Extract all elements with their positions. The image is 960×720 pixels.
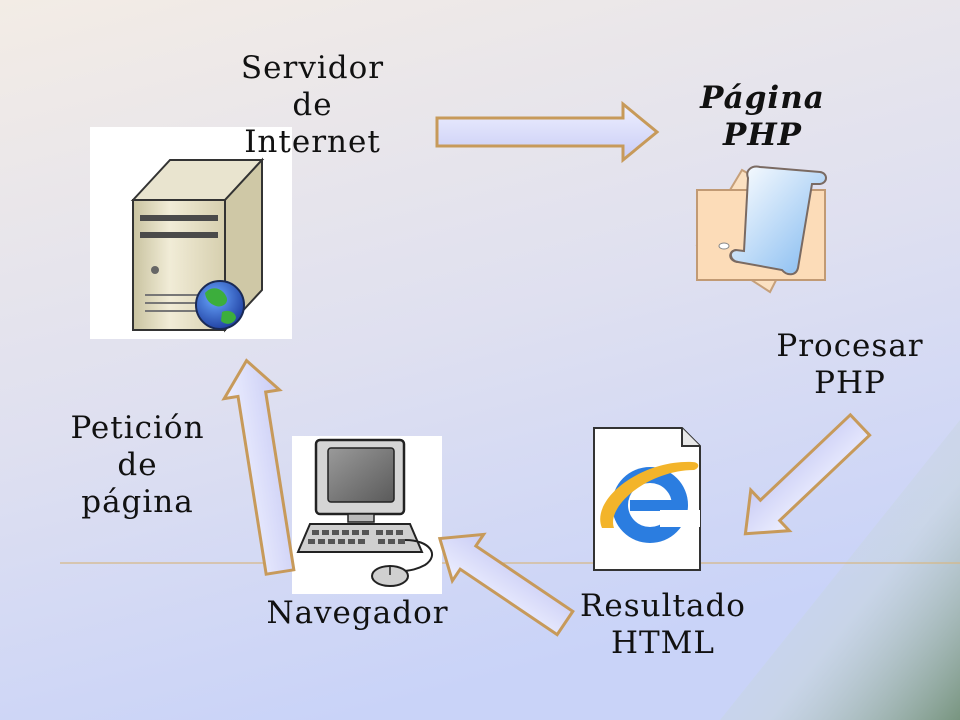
html-result-label-line: Resultado: [580, 588, 746, 624]
page-request-label-line: Petición: [70, 410, 205, 446]
server-icon: [90, 127, 292, 339]
page-request-label-line: página: [81, 484, 194, 520]
arrow-result-to-browser: [437, 532, 575, 637]
arrow-process-php: [743, 412, 872, 536]
html-result-label-line: HTML: [610, 625, 716, 661]
browser-label-line: Navegador: [266, 595, 449, 631]
server-label-line: de: [292, 87, 333, 123]
computer-icon: [292, 436, 442, 594]
server-label-line: Internet: [244, 124, 381, 160]
php-page-label-line: Página: [700, 80, 825, 116]
page-request-label-line: de: [117, 447, 158, 483]
browser-label: Navegador: [255, 595, 460, 632]
process-php-label: Procesar PHP: [760, 328, 940, 402]
server-label-line: Servidor: [240, 50, 385, 86]
background-corner-shade: [720, 420, 960, 720]
page-request-label: Petición de página: [55, 410, 220, 521]
php-page-label: Página PHP: [680, 80, 845, 154]
php-page-label-line: PHP: [723, 117, 802, 153]
scroll-document-icon: [695, 165, 827, 294]
arrow-server-to-page: [435, 100, 660, 164]
process-php-label-line: Procesar: [776, 328, 924, 364]
arrow-page-request: [221, 358, 296, 576]
process-php-label-line: PHP: [814, 365, 886, 401]
server-label: Servidor de Internet: [225, 50, 400, 161]
internet-explorer-icon: [593, 427, 701, 571]
html-result-label: Resultado HTML: [568, 588, 758, 662]
